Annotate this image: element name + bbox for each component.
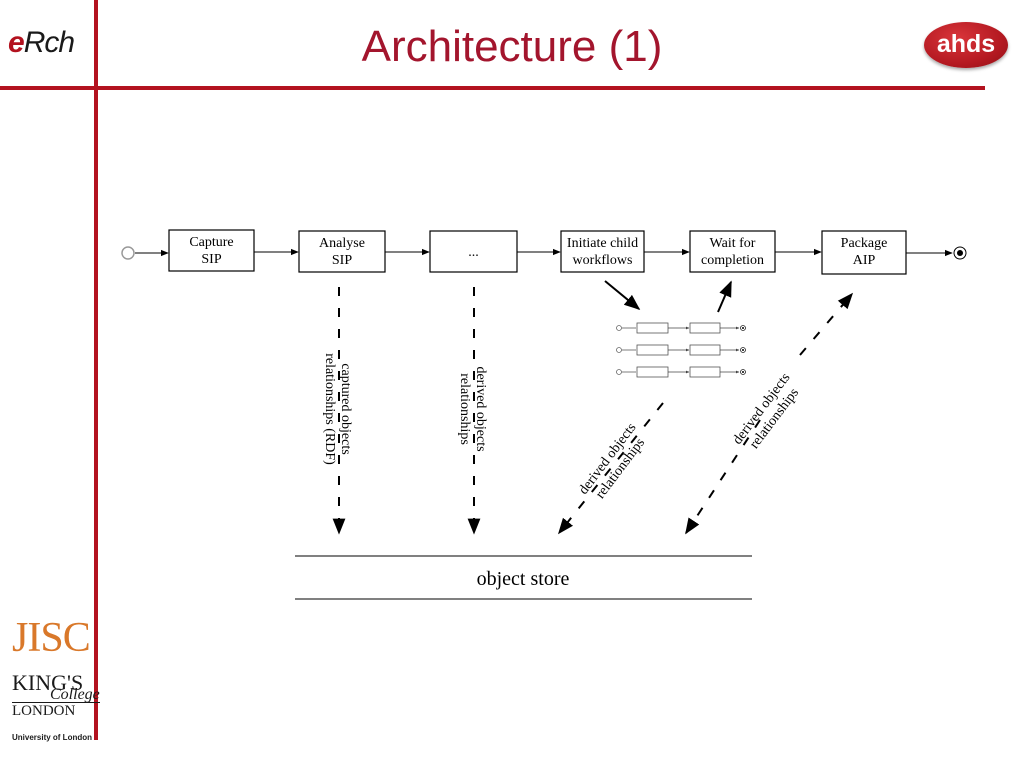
- svg-text:relationships: relationships: [457, 373, 472, 445]
- captured-relationships-label: captured objects relationships (RDF): [322, 353, 353, 465]
- svg-text:Analyse: Analyse: [319, 236, 365, 251]
- university-of-london-label: University of London: [12, 733, 92, 742]
- kings-college-logo: KING'S College LONDON: [12, 670, 100, 719]
- svg-text:relationships (RDF): relationships (RDF): [322, 353, 337, 465]
- svg-text:Initiate child: Initiate child: [567, 236, 638, 251]
- spawn-children-arrow: [604, 280, 641, 311]
- object-store: object store: [295, 555, 752, 600]
- horizontal-accent-rule: [0, 86, 985, 90]
- svg-text:Package: Package: [841, 236, 888, 251]
- step-analyse-sip: Analyse SIP: [298, 230, 386, 273]
- child-workflow: [616, 344, 746, 356]
- step-ellipsis: ...: [429, 230, 518, 273]
- child-workflow: [616, 322, 746, 334]
- child-workflow: [616, 366, 746, 378]
- svg-text:captured objects: captured objects: [338, 363, 353, 454]
- package-relationships-label: derived objects relationships: [730, 371, 802, 452]
- child-derived-relationships-label: derived objects relationships: [576, 421, 648, 502]
- step-initiate-child-workflows: Initiate child workflows: [560, 230, 645, 273]
- step-wait-for-completion: Wait for completion: [689, 230, 776, 273]
- svg-text:...: ...: [468, 245, 479, 260]
- end-node: [953, 246, 967, 260]
- svg-text:Capture: Capture: [189, 235, 233, 250]
- child-derived-relationships-arrow: [558, 402, 664, 535]
- vertical-accent-rule: [94, 0, 98, 740]
- object-store-label: object store: [477, 568, 570, 590]
- step-capture-sip: Capture SIP: [168, 229, 255, 272]
- svg-text:SIP: SIP: [201, 252, 221, 267]
- svg-text:workflows: workflows: [573, 253, 633, 268]
- slide-title: Architecture (1): [361, 22, 663, 71]
- svg-text:SIP: SIP: [332, 253, 352, 268]
- ahds-logo: ahds: [924, 22, 1008, 68]
- svg-text:AIP: AIP: [853, 253, 876, 268]
- svg-text:Wait for: Wait for: [710, 236, 756, 251]
- jisc-logo: JISC: [12, 615, 91, 661]
- start-node: [121, 246, 135, 260]
- package-relationships-arrow: [685, 292, 854, 535]
- derived-relationships-label: derived objects relationships: [457, 366, 488, 451]
- erch-logo: eRch: [8, 26, 75, 59]
- svg-text:completion: completion: [701, 253, 764, 268]
- svg-text:derived objects: derived objects: [473, 366, 488, 451]
- step-package-aip: Package AIP: [821, 230, 907, 275]
- child-workflows: [616, 322, 746, 378]
- children-complete-arrow: [717, 280, 732, 313]
